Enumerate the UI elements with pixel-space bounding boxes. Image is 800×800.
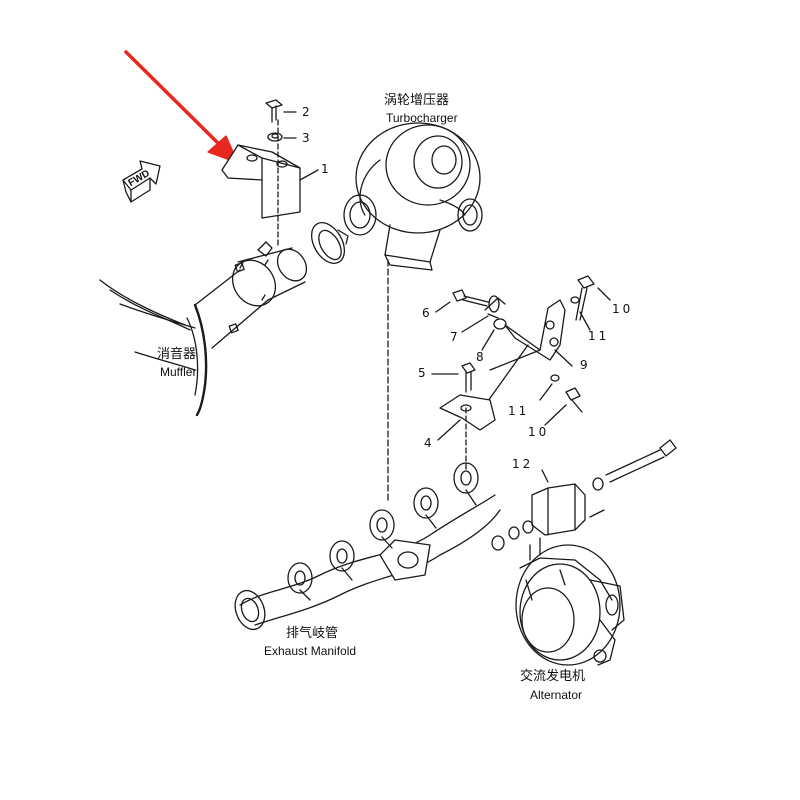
callout-8: 8	[476, 350, 487, 364]
callout-10-upper: 10	[612, 302, 634, 316]
callout-4: 4	[424, 436, 435, 450]
muffler-label-cn: 消音器	[157, 347, 197, 362]
callout-12: 12	[512, 457, 534, 471]
exhaust-manifold-label-cn: 排气岐管	[286, 626, 339, 641]
washer-part-11-upper	[570, 296, 591, 331]
callout-7: 7	[450, 330, 461, 344]
callout-2: 2	[302, 105, 313, 119]
callout-11-lower: 11	[508, 404, 530, 418]
red-pointer-arrow	[124, 50, 239, 164]
alternator-bracket	[491, 483, 605, 561]
callout-6: 6	[422, 306, 433, 320]
callout-11-upper: 11	[588, 329, 610, 343]
bracket-part-4	[437, 394, 496, 471]
exhaust-manifold-drawing	[234, 462, 501, 631]
washer-part-3	[267, 132, 297, 142]
turbocharger-label-en: Turbocharger	[386, 111, 458, 125]
washer-part-11-lower	[539, 374, 560, 401]
pipe-clamp-drawing	[310, 222, 349, 264]
bolt-part-10-lower	[544, 387, 583, 426]
exhaust-manifold-label-en: Exhaust Manifold	[264, 644, 357, 658]
muffler-label-en: Muffler	[160, 365, 197, 379]
long-bolt-part-12	[541, 439, 677, 491]
turbocharger-label-cn: 涡轮增压器	[384, 93, 450, 108]
bolt-part-6	[435, 289, 489, 313]
callout-1: 1	[321, 162, 332, 176]
nut-part-8	[481, 313, 507, 351]
bracket-part-9	[477, 299, 573, 416]
muffler-drawing	[99, 241, 308, 417]
turbocharger-drawing	[343, 122, 483, 501]
callout-3: 3	[302, 131, 313, 145]
callout-5: 5	[418, 366, 429, 380]
alternator-drawing	[515, 544, 625, 666]
fwd-arrow-icon	[122, 160, 161, 203]
callout-10-lower: 10	[528, 425, 550, 439]
washer-part-7	[461, 295, 506, 333]
bolt-part-5	[431, 362, 476, 393]
bolt-part-2	[265, 99, 297, 123]
alternator-label-cn: 交流发电机	[520, 669, 586, 684]
callout-9: 9	[580, 358, 591, 372]
alternator-label-en: Alternator	[530, 688, 583, 702]
